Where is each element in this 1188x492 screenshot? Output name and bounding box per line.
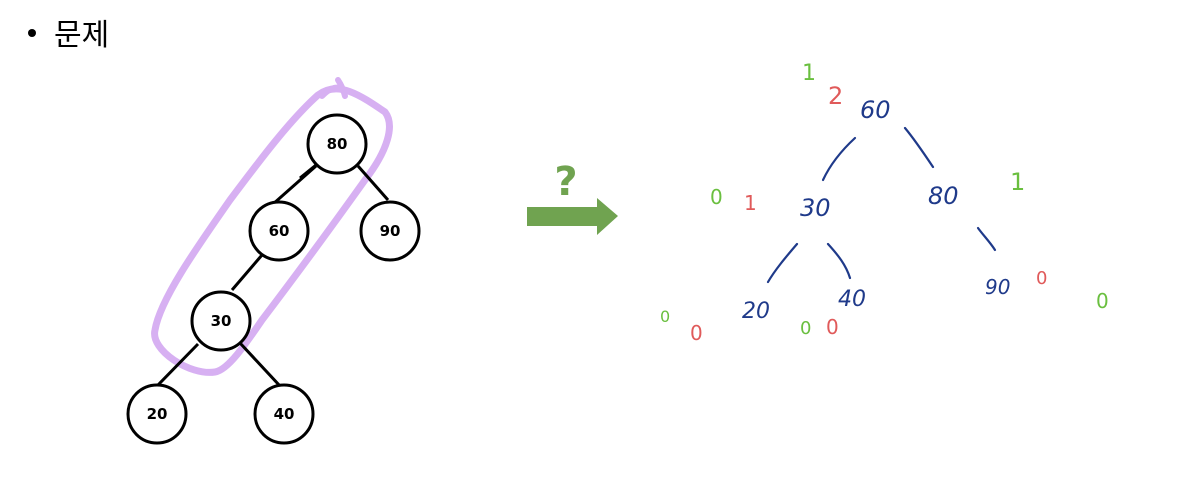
sketch-edge-root-left: [821, 136, 857, 182]
node-label: 90: [380, 222, 401, 240]
sketch-balance-left-right: 0: [826, 315, 839, 339]
node-label: 80: [327, 135, 348, 153]
edge-80-90: [356, 165, 390, 201]
sketch-node-right: 80: [928, 182, 959, 210]
edge-30-20: [156, 342, 200, 387]
sketch-height-right: 1: [1010, 168, 1025, 196]
sketch-edge-root-right: [903, 126, 935, 169]
highlight-loop: [151, 85, 393, 376]
highlight-tip: [319, 77, 348, 99]
edge-60-30: [230, 254, 264, 291]
node-label: 40: [274, 405, 295, 423]
sketch-height-left-right: 0: [800, 318, 811, 339]
tree-edges: [156, 163, 390, 388]
tree-node-30: 30: [190, 290, 252, 352]
sketch-height-left-left: 0: [660, 307, 670, 326]
tree-node-60: 60: [248, 200, 310, 262]
sketch-edge-right-rightright: [976, 226, 997, 252]
sketch-tree: 60 30 80 20 40 90 1 0 1 0 0 0 2 1 0 0 0: [660, 61, 1109, 345]
right-arrow-icon: [527, 198, 618, 235]
sketch-balance-left: 1: [744, 191, 757, 215]
tree-node-20: 20: [126, 383, 188, 445]
edge-30-40: [238, 341, 282, 388]
tree-node-80: 80: [306, 113, 368, 175]
heading-text: 문제: [54, 18, 110, 53]
tree-node-40: 40: [253, 383, 315, 445]
tree-node-90: 90: [359, 200, 421, 262]
sketch-edge-left-leftright: [826, 242, 852, 280]
sketch-balance-root: 2: [828, 82, 843, 110]
node-label: 20: [147, 405, 168, 423]
sketch-height-right-right: 0: [1096, 289, 1109, 313]
sketch-height-root: 1: [802, 61, 816, 86]
sketch-height-left: 0: [710, 185, 723, 209]
sketch-node-root: 60: [860, 96, 891, 124]
sketch-edges: [766, 126, 997, 284]
sketch-node-right-right: 90: [985, 275, 1010, 299]
node-label: 30: [211, 312, 232, 330]
sketch-balance-right-right: 0: [1036, 268, 1047, 289]
question-mark: ?: [554, 159, 577, 205]
sketch-node-left-left: 20: [742, 299, 770, 324]
sketch-node-left-right: 40: [838, 287, 866, 312]
node-label: 60: [269, 222, 290, 240]
sketch-balance-left-left: 0: [690, 321, 703, 345]
bullet-heading: 문제: [28, 10, 109, 54]
sketch-node-left: 30: [800, 194, 831, 222]
sketch-edge-left-leftleft: [766, 242, 799, 284]
bullet-dot: [28, 29, 36, 37]
